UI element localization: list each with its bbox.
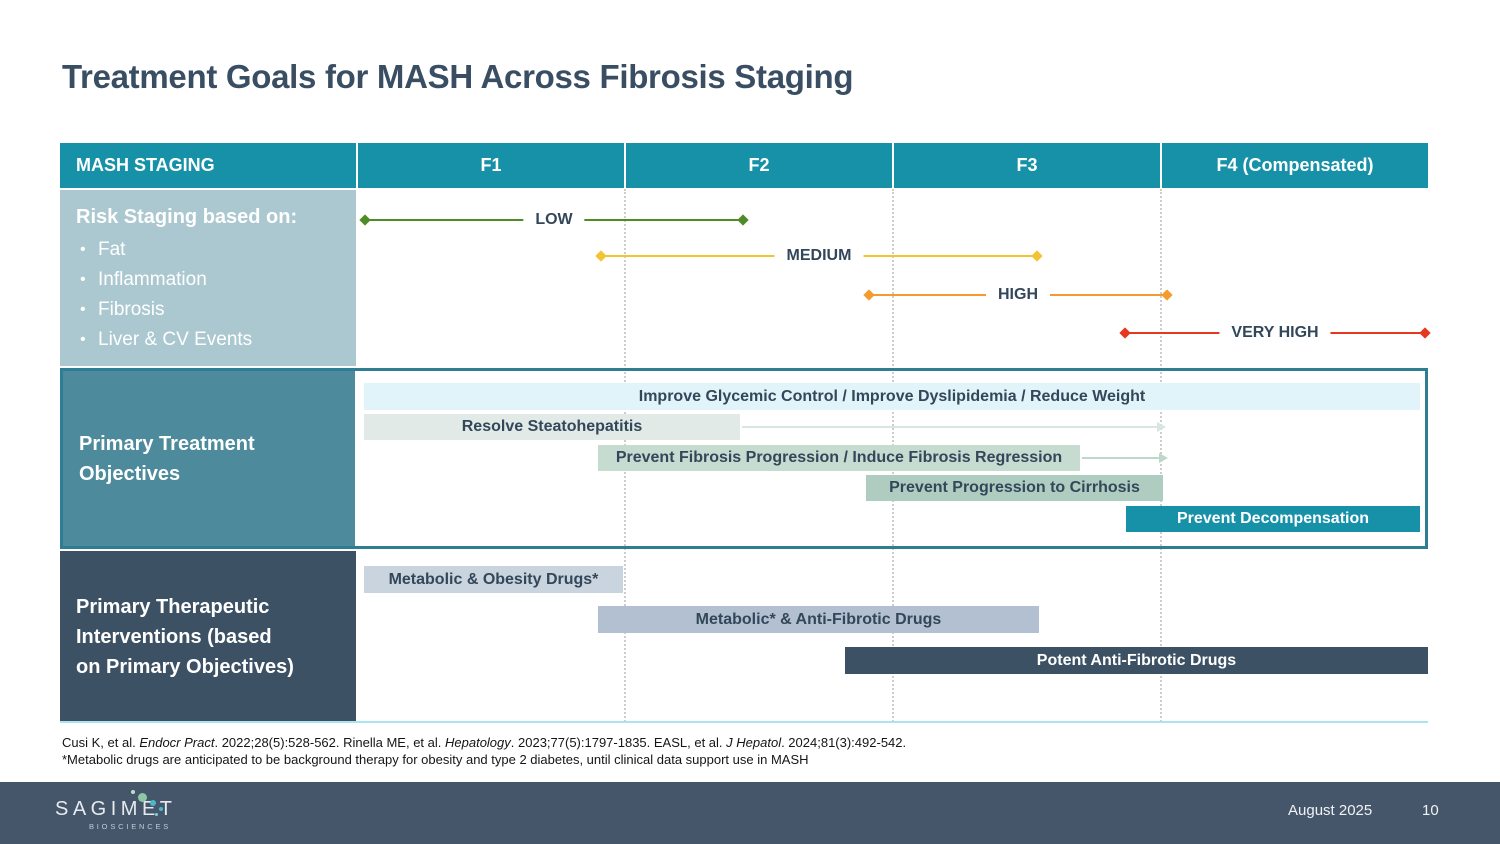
sagimet-logo-subtitle: BIOSCIENCES xyxy=(89,822,172,831)
objective-bar-label: Prevent Decompensation xyxy=(1176,510,1370,527)
objective-bar-label: Prevent Progression to Cirrhosis xyxy=(889,479,1140,496)
objective-continuation-arrow xyxy=(1082,453,1168,463)
interventions-heading-line: Interventions (based xyxy=(76,625,272,648)
risk-arrow-low-label: LOW xyxy=(523,211,585,229)
risk-arrow-low: LOW xyxy=(359,211,749,229)
risk-bullet-liver-cv-events: Liver & CV Events xyxy=(76,325,356,355)
objective-bar-label: Improve Glycemic Control / Improve Dysli… xyxy=(638,387,1146,405)
header-cell-f1: F1 xyxy=(358,143,624,188)
header-cell-mash-staging: MASH STAGING xyxy=(60,143,356,188)
header-cell-f4: F4 (Compensated) xyxy=(1162,143,1428,188)
objective-bar-resolve-steatohepatitis: Resolve Steatohepatitis xyxy=(364,414,740,440)
arrowhead-icon xyxy=(1159,453,1168,463)
diamond-endpoint-icon xyxy=(863,289,875,301)
logo-dot-icon xyxy=(155,813,158,816)
logo-dot-icon xyxy=(150,800,156,806)
risk-arrow-medium: MEDIUM xyxy=(595,247,1043,265)
arrow-line xyxy=(742,426,1159,428)
interventions-label-cell: Primary Therapeutic Interventions (based… xyxy=(60,551,356,722)
header-cell-f3: F3 xyxy=(894,143,1160,188)
citation-text: . 2024;81(3):492-542. xyxy=(781,735,907,750)
intervention-bar-metabolic-obesity-drugs: Metabolic & Obesity Drugs* xyxy=(364,566,623,593)
risk-bullet-fat: Fat xyxy=(76,235,356,265)
risk-arrow-high: HIGH xyxy=(863,286,1173,304)
objective-bar-glycemic-dyslipidemia-weight: Improve Glycemic Control / Improve Dysli… xyxy=(364,383,1420,410)
arrowhead-icon xyxy=(1157,422,1166,432)
objective-continuation-arrow xyxy=(742,422,1166,432)
citation-journal: Hepatology xyxy=(445,735,511,750)
objective-bar-prevent-progression-to-cirrhosis: Prevent Progression to Cirrhosis xyxy=(866,475,1163,501)
footer-date: August 2025 xyxy=(1288,802,1373,819)
risk-staging-label-cell: Risk Staging based on: Fat Inflammation … xyxy=(60,190,356,366)
intervention-bar-potent-antifibrotic-drugs: Potent Anti-Fibrotic Drugs xyxy=(845,647,1428,674)
logo-dot-icon xyxy=(138,793,147,802)
risk-arrow-very-high-label: VERY HIGH xyxy=(1219,324,1331,342)
risk-arrow-very-high: VERY HIGH xyxy=(1119,324,1431,342)
footer-bar: SAGIMET BIOSCIENCES August 2025 10 xyxy=(0,782,1500,844)
diamond-endpoint-icon xyxy=(1419,327,1431,339)
objectives-heading-line: Primary Treatment xyxy=(79,432,255,455)
citation-journal: J Hepatol xyxy=(726,735,782,750)
page-title: Treatment Goals for MASH Across Fibrosis… xyxy=(62,58,854,95)
citation-line: Cusi K, et al. Endocr Pract. 2022;28(5):… xyxy=(62,735,906,750)
objectives-heading-line: Objectives xyxy=(79,462,181,485)
diamond-endpoint-icon xyxy=(595,250,607,262)
intervention-bar-metabolic-antifibrotic-drugs: Metabolic* & Anti-Fibrotic Drugs xyxy=(598,606,1039,633)
intervention-bar-label: Metabolic* & Anti-Fibrotic Drugs xyxy=(695,610,942,628)
diamond-endpoint-icon xyxy=(359,214,371,226)
logo-dot-icon xyxy=(131,790,135,794)
diamond-endpoint-icon xyxy=(1161,289,1173,301)
header-cell-f2: F2 xyxy=(626,143,892,188)
diamond-endpoint-icon xyxy=(737,214,749,226)
interventions-heading-line: on Primary Objectives) xyxy=(76,655,294,678)
diamond-endpoint-icon xyxy=(1031,250,1043,262)
risk-staging-heading: Risk Staging based on: xyxy=(76,206,298,228)
diamond-endpoint-icon xyxy=(1119,327,1131,339)
objective-bar-label: Prevent Fibrosis Progression / Induce Fi… xyxy=(615,449,1063,466)
risk-staging-bullet-list: Fat Inflammation Fibrosis Liver & CV Eve… xyxy=(76,235,356,355)
asterisk-footnote: *Metabolic drugs are anticipated to be b… xyxy=(62,752,809,767)
citation-journal: Endocr Pract xyxy=(139,735,215,750)
risk-bullet-fibrosis: Fibrosis xyxy=(76,295,356,325)
intervention-bar-label: Metabolic & Obesity Drugs* xyxy=(388,570,599,588)
sagimet-logo: SAGIMET xyxy=(55,798,177,820)
citation-text: . 2023;77(5):1797-1835. EASL, et al. xyxy=(510,735,727,750)
objective-bar-label: Resolve Steatohepatitis xyxy=(461,418,643,435)
table-bottom-line xyxy=(60,721,1428,723)
footer-page-number: 10 xyxy=(1422,802,1439,819)
objective-bar-prevent-decompensation: Prevent Decompensation xyxy=(1126,506,1420,532)
intervention-bar-label: Potent Anti-Fibrotic Drugs xyxy=(1036,651,1237,669)
risk-arrow-medium-label: MEDIUM xyxy=(774,247,864,265)
risk-arrow-high-label: HIGH xyxy=(986,286,1050,304)
risk-bullet-inflammation: Inflammation xyxy=(76,265,356,295)
citation-text: . 2022;28(5):528-562. Rinella ME, et al. xyxy=(214,735,445,750)
citation-text: Cusi K, et al. xyxy=(62,735,140,750)
objective-bar-prevent-fibrosis-progression: Prevent Fibrosis Progression / Induce Fi… xyxy=(598,445,1080,471)
arrow-line xyxy=(1082,457,1161,459)
logo-dot-icon xyxy=(159,807,163,811)
interventions-heading-line: Primary Therapeutic xyxy=(76,595,270,618)
objectives-label-cell: Primary Treatment Objectives xyxy=(63,371,355,546)
